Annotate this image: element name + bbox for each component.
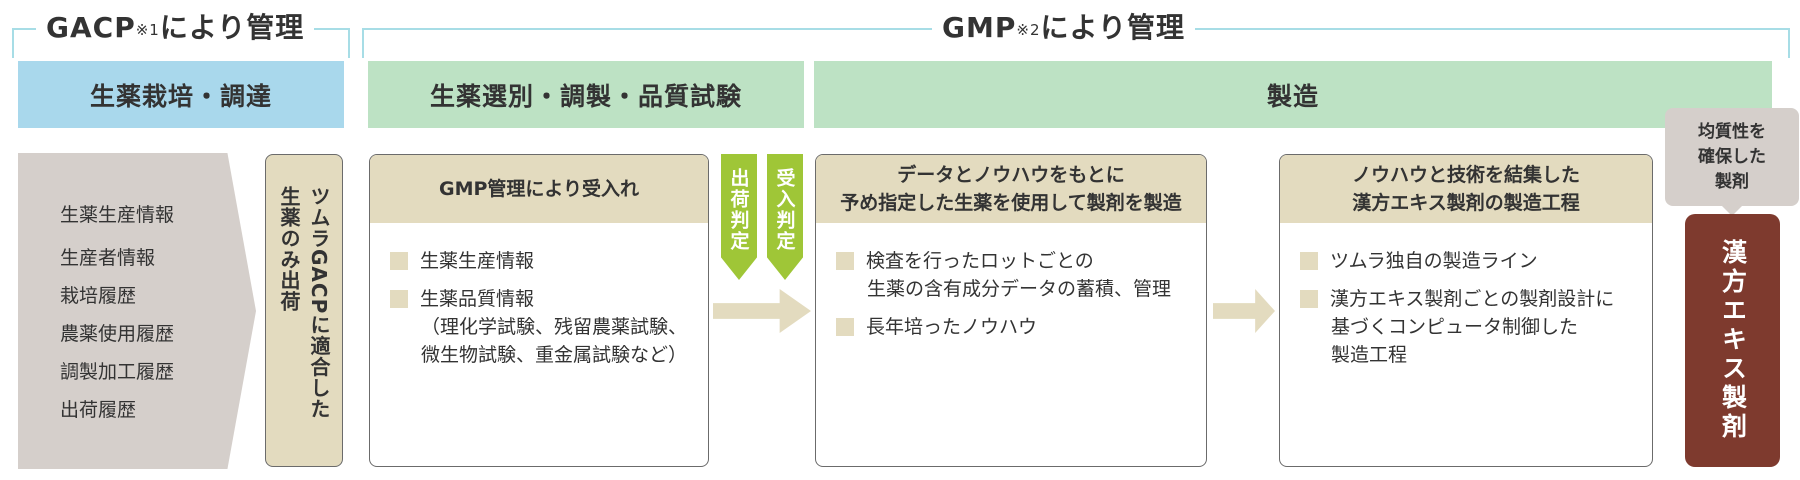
shipping-judgment-label: 出荷判定 — [727, 168, 750, 252]
receiving-title: GMP管理により受入れ — [370, 155, 708, 223]
receiving-box: GMP管理により受入れ 生薬生産情報 生薬品質情報 （理化学試験、残留農薬試験、… — [369, 154, 709, 467]
bullet-square-icon — [836, 318, 854, 336]
header-cultivation: 生薬栽培・調達 — [18, 61, 344, 128]
history-item: 生産者情報 — [60, 247, 156, 269]
list-item: 検査を行ったロットごとの — [836, 247, 1094, 275]
bullet-square-icon — [1300, 252, 1318, 270]
receiving-judgment-arrow: 受入判定 — [767, 154, 803, 280]
shipping-judgment-arrow: 出荷判定 — [721, 154, 757, 280]
list-item-detail: （理化学試験、残留農薬試験、 — [421, 316, 688, 338]
shipment-box: ツムラGACPに適合した生薬のみ出荷 — [265, 154, 343, 467]
bullet-square-icon — [390, 290, 408, 308]
bullet-square-icon — [390, 252, 408, 270]
list-item-detail: 微生物試験、重金属試験など） — [421, 344, 688, 366]
bullet-square-icon — [836, 252, 854, 270]
header-selection: 生薬選別・調製・品質試験 — [368, 61, 804, 128]
history-item: 農薬使用履歴 — [60, 323, 175, 345]
list-item: 漢方エキス製剤ごとの製剤設計に — [1300, 285, 1614, 313]
process-box: ノウハウと技術を結集した 漢方エキス製剤の製造工程 ツムラ独自の製造ライン 漢方… — [1279, 154, 1653, 467]
list-item: 生薬品質情報 — [390, 285, 534, 313]
history-item: 生薬生産情報 — [60, 204, 175, 226]
bullet-square-icon — [1300, 290, 1318, 308]
gacp-bracket-label: GACP※1により管理 — [36, 12, 315, 44]
history-item: 出荷履歴 — [60, 399, 137, 421]
list-item: 長年培ったノウハウ — [836, 313, 1037, 341]
receiving-judgment-label: 受入判定 — [773, 168, 796, 252]
bubble-tail-icon — [1722, 206, 1742, 216]
quality-bubble: 均質性を 確保した 製剤 — [1665, 108, 1799, 206]
data-knowhow-box: データとノウハウをもとに 予め指定した生薬を使用して製剤を製造 検査を行ったロッ… — [815, 154, 1207, 467]
history-item: 調製加工履歴 — [60, 361, 175, 383]
list-item: 生薬生産情報 — [390, 247, 534, 275]
product-label: 漢方エキス製剤 — [1718, 239, 1748, 442]
list-item-detail: 基づくコンピュータ制御した — [1331, 316, 1579, 338]
flow-arrow-icon — [1213, 289, 1275, 333]
process-title: ノウハウと技術を結集した 漢方エキス製剤の製造工程 — [1280, 155, 1652, 223]
product-box: 漢方エキス製剤 — [1685, 214, 1780, 467]
flow-arrow-icon — [713, 289, 811, 333]
history-item: 栽培履歴 — [60, 285, 137, 307]
list-item-detail: 製造工程 — [1331, 344, 1408, 366]
list-item: ツムラ独自の製造ライン — [1300, 247, 1538, 275]
list-item-detail: 生薬の含有成分データの蓄積、管理 — [867, 278, 1172, 300]
shipment-text: ツムラGACPに適合した生薬のみ出荷 — [277, 185, 331, 419]
header-manufacturing: 製造 — [814, 61, 1772, 128]
data-knowhow-title: データとノウハウをもとに 予め指定した生薬を使用して製剤を製造 — [816, 155, 1206, 223]
history-arrow-panel — [18, 153, 256, 469]
gmp-bracket-label: GMP※2により管理 — [932, 12, 1195, 44]
